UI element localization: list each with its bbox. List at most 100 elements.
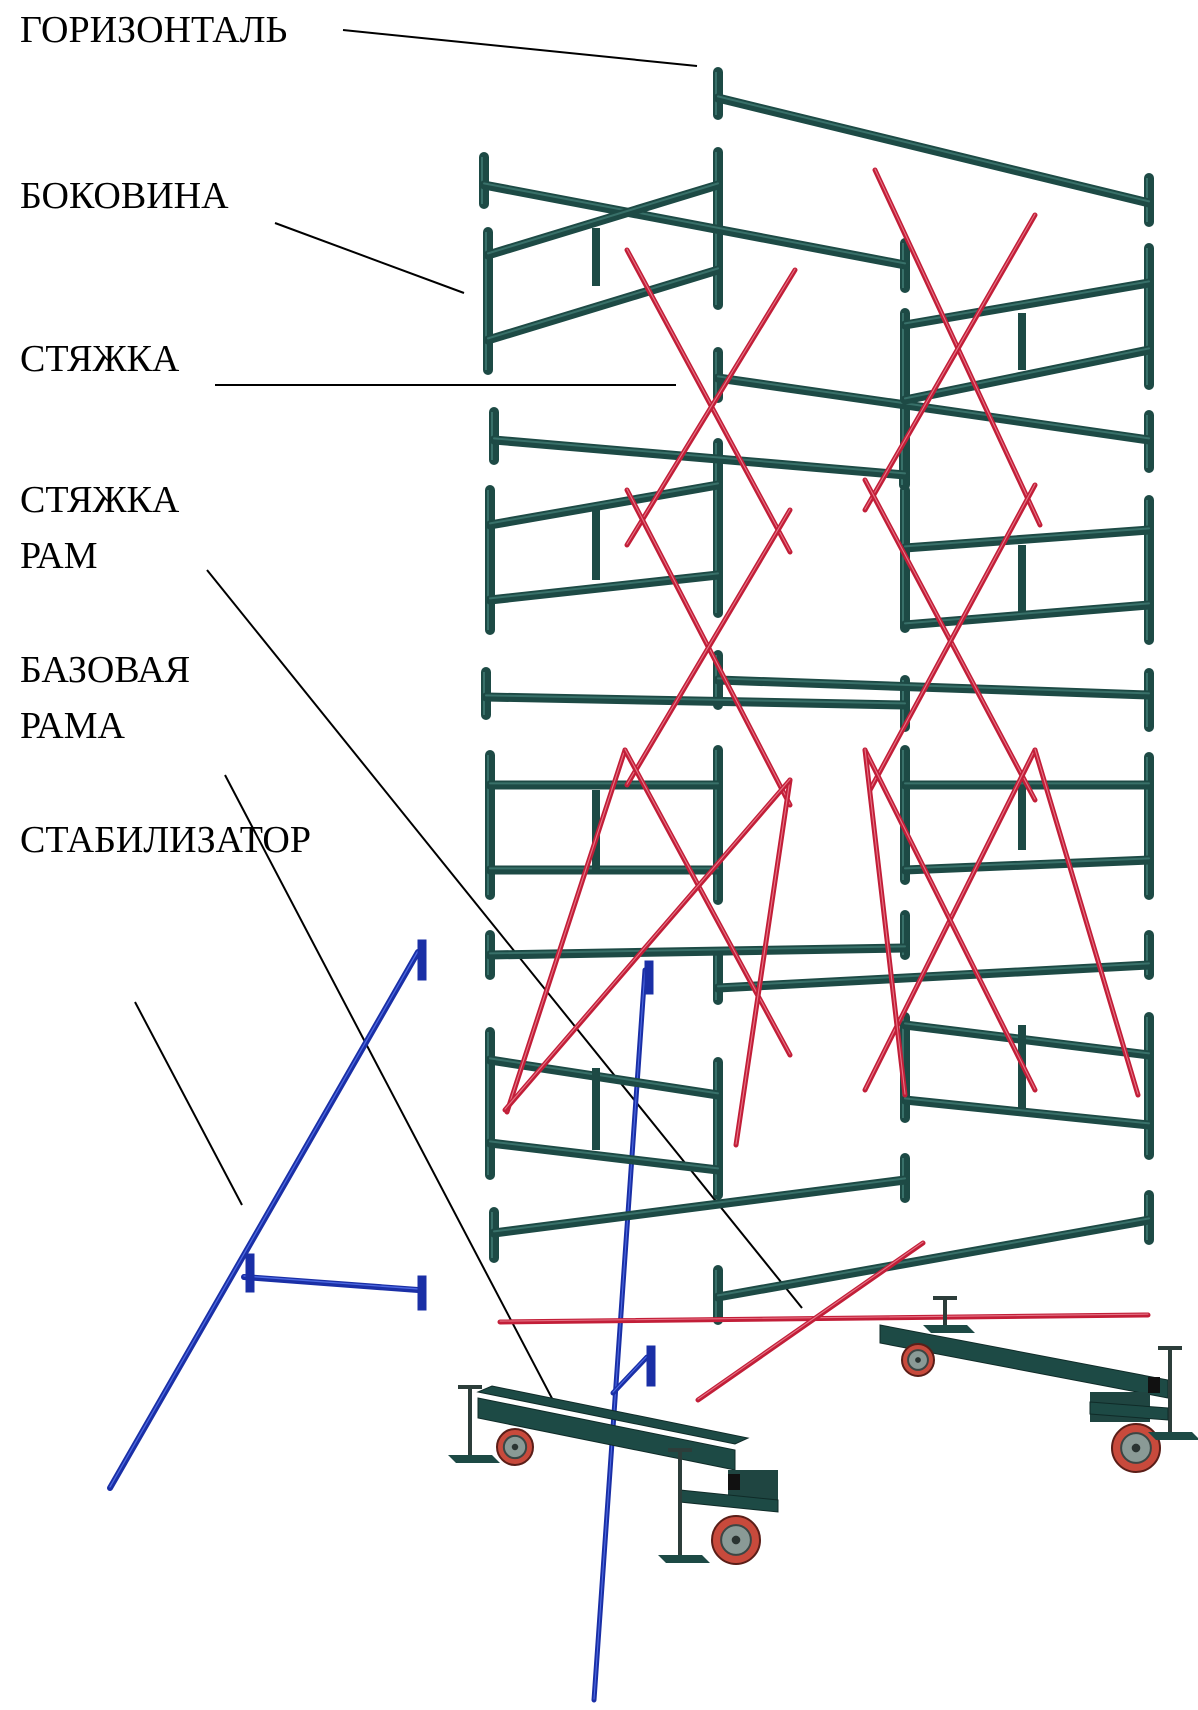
frame-tube [900,600,1154,630]
label-base-frame-line1: БАЗОВАЯ [20,649,191,691]
leader-line [206,569,803,1309]
frame-tube [900,345,1154,405]
wheel-axle [731,1535,741,1545]
frame-tube-highlight [904,347,1150,400]
frame-tube [489,435,910,480]
label-stabilizer-text: СТАБИЛИЗАТОР [20,819,312,861]
brace-tube-highlight [864,213,1036,510]
brace-tube-highlight [626,248,791,552]
label-brace-text: СТЯЖКА [20,338,180,380]
stabilizer-tube-highlight [109,950,419,1488]
brace-tube-highlight [499,1313,1149,1322]
frame-tube [713,1215,1154,1302]
label-frame-brace-line2: РАМ [20,535,98,577]
frame-tube-highlight [489,1057,719,1095]
frame-tube [485,570,723,605]
brace-tube-highlight [735,778,791,1145]
stabilizer-tube [610,1354,650,1396]
label-frame-brace-line1: СТЯЖКА [20,479,180,521]
cross-braces [497,167,1151,1403]
frame-tube-highlight [904,1022,1150,1055]
brace-tube-highlight [864,748,1036,1090]
frame-tube [713,373,1154,445]
leader-line [224,774,557,1407]
brace-tube [497,1312,1151,1325]
frame-tube [485,480,723,530]
brace-tube-highlight [869,483,1036,790]
frame-tube [485,1138,723,1175]
label-stabilizer: СТАБИЛИЗАТОР [20,818,311,862]
frame-tube [481,692,910,710]
leader-line [342,29,698,67]
frame-tube-highlight [904,857,1150,870]
brace-tube-highlight [1034,748,1139,1095]
leader-lines [134,29,803,1407]
label-base-frame: БАЗОВАЯ РАМА [20,648,190,748]
frame-tube-highlight [489,482,719,525]
jack-plate [923,1325,975,1333]
frame-tube [479,180,910,270]
brace-tube-highlight [506,748,626,1112]
stabilizer-tube-highlight [593,968,646,1700]
brace-tube-highlight [624,748,791,1055]
label-frame-brace: СТЯЖКА РАМ [20,478,179,578]
frame-tube [483,180,723,260]
jack-plate [658,1555,710,1563]
frame-tube-highlight [717,1217,1150,1297]
frame-tube [900,855,1154,875]
frame-tube [900,1095,1154,1130]
frame-tube-highlight [904,527,1150,548]
leader-line [134,1001,243,1206]
frame-tube-highlight [487,182,719,255]
frame-tube-highlight [717,375,1150,440]
label-brace: СТЯЖКА [20,337,179,381]
brace-tube-highlight [626,508,791,785]
brace-tube [502,777,793,1113]
frame-tube-highlight [717,677,1150,695]
label-horizontal-text: ГОРИЗОНТАЛЬ [20,9,288,51]
base-frames [448,1296,1198,1565]
base-beam [1089,1401,1169,1421]
frame-tube-highlight [485,694,906,705]
jack-plate [1148,1432,1198,1440]
frame-tube [489,1175,910,1238]
brace-tube-highlight [504,778,791,1110]
label-side-frame-text: БОКОВИНА [20,175,229,217]
brace-tube-highlight [864,748,906,1095]
frame-tube-highlight [489,1140,719,1170]
wheel-axle [1131,1443,1141,1453]
brace-tube-highlight [697,1241,924,1400]
frame-tube-highlight [489,572,719,600]
frame-tube [485,1055,723,1100]
stabilizer-tube-highlight [243,1275,419,1290]
frame-tube [713,675,1154,700]
wheel-axle [511,1443,519,1451]
wheel-axle [915,1357,921,1363]
frame-tubes [479,67,1154,1325]
label-horizontal: ГОРИЗОНТАЛЬ [20,8,287,52]
leader-line [274,222,465,294]
frame-tube-highlight [904,602,1150,625]
frame-tube [483,265,723,345]
brace-tube [695,1240,926,1403]
frame-tube-highlight [487,267,719,340]
frame-tube [713,960,1154,993]
tube-socket [728,1474,740,1490]
frame-tube [713,93,1154,208]
frame-tube [900,1020,1154,1060]
frame-tube-highlight [483,182,906,265]
stabilizers [107,939,656,1703]
frame-tube-highlight [493,437,906,475]
stabilizer-tube [241,1274,421,1293]
label-base-frame-line2: РАМА [20,705,125,747]
base-beam [476,1385,750,1445]
label-side-frame: БОКОВИНА [20,174,229,218]
frame-tube-highlight [717,962,1150,988]
frame-tube-highlight [717,95,1150,203]
tube-socket [1148,1377,1160,1393]
frame-tube-highlight [493,1177,906,1233]
frame-tube-highlight [904,1097,1150,1125]
frame-tube [900,525,1154,553]
brace-tube-highlight [626,268,796,545]
